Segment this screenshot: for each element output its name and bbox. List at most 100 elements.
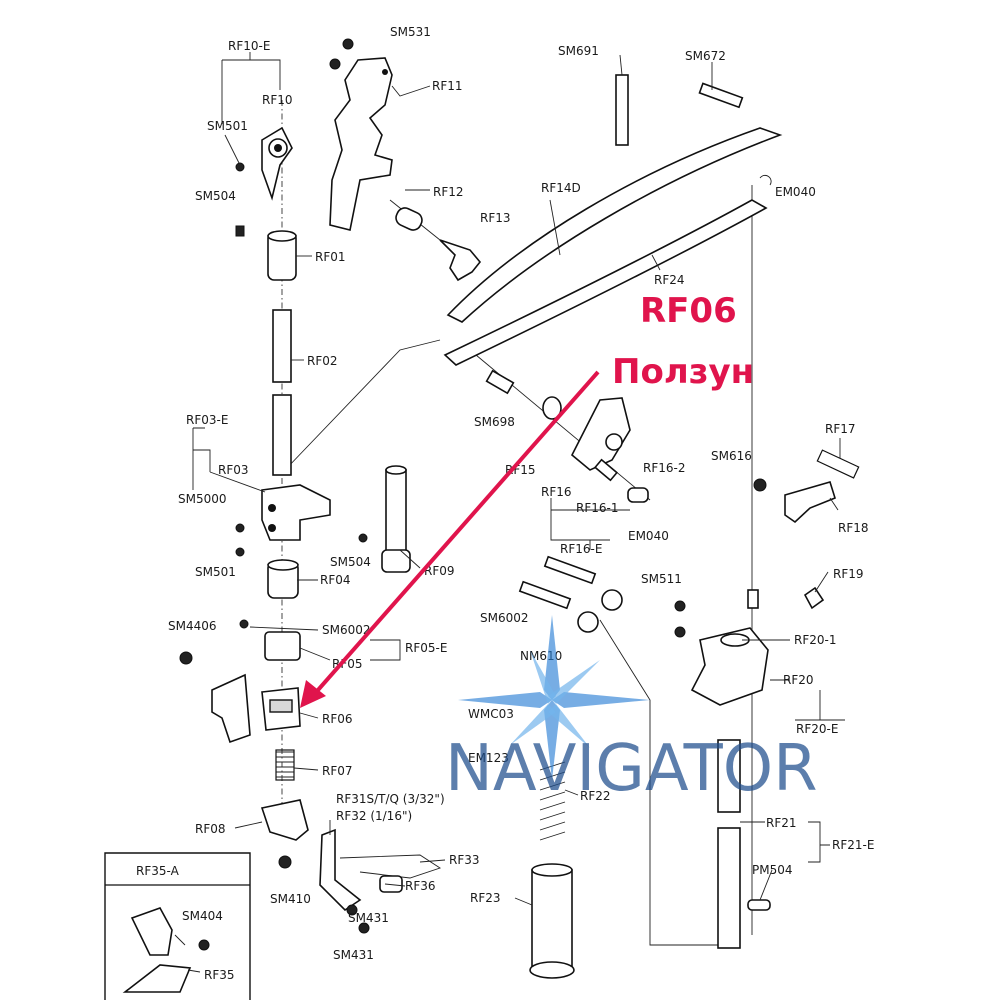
navigator-watermark: NAVIGATOR [445,615,818,806]
sm4406-screw [179,651,193,665]
label-rf20: RF20 [783,673,814,687]
sm531-screws [329,38,354,70]
label-em040: EM040 [775,185,816,199]
bracket-part [211,673,251,744]
sm501-screw [235,162,245,172]
label-sm672: SM672 [685,49,726,63]
label-sm6002: SM6002 [322,623,371,637]
rf03-part [261,484,331,541]
rf11-part [329,57,393,231]
label-rf08: RF08 [195,822,226,836]
label-em123: EM123 [468,751,509,765]
label-rf16-e: RF16-E [560,542,602,556]
label-sm698: SM698 [474,415,515,429]
rf12-part [395,207,423,231]
rf35-a-inset [104,852,251,1000]
label-sm501: SM501 [195,565,236,579]
label-sm410: SM410 [270,892,311,906]
label-sm404: SM404 [182,909,223,923]
annotation-arrow-head-icon [300,680,326,708]
label-sm431: SM431 [333,948,374,962]
label-rf02: RF02 [307,354,338,368]
compass-star-icon [458,615,650,780]
label-rf11: RF11 [432,79,463,93]
sm5000-screws [235,523,245,557]
label-sm511: SM511 [641,572,682,586]
label-rf05-e: RF05-E [405,641,447,655]
rf08-part [260,799,309,841]
sm616-screw [753,478,767,492]
label-sm531: SM531 [390,25,431,39]
rf14d-part [446,127,783,323]
sm691-stud [615,74,629,146]
label-sm6002: SM6002 [480,611,529,625]
label-rf04: RF04 [320,573,351,587]
label-rf17: RF17 [825,422,856,436]
label-rf21-e: RF21-E [832,838,874,852]
guide-line [284,339,441,471]
sm6002-screw [239,619,249,629]
label-rf14d: RF14D [541,181,581,195]
annotation-arrow-line [316,370,600,692]
label-rf16-2: RF16-2 [643,461,685,475]
rf13-part [439,239,482,282]
pm504-pin [747,899,771,911]
guide-line [599,619,720,946]
sm504-screw [235,225,245,237]
rf07-spring [275,749,295,781]
label-rf35: RF35 [204,968,235,982]
label-sm691: SM691 [558,44,599,58]
label-em040: EM040 [628,529,669,543]
label-rf19: RF19 [833,567,864,581]
label-rf35-a: RF35-A [136,864,180,878]
label-rf23: RF23 [470,891,501,905]
leader-lines [174,52,845,973]
rf23-part [529,863,575,979]
part-labels: SM531 RF10-E RF10 SM501 RF11 SM504 RF12 … [136,25,874,982]
sm504-screw [358,533,368,543]
sm431-screw [358,922,370,934]
label-rf03-e: RF03-E [186,413,228,427]
rf19-part [803,586,825,610]
label-sm5000: SM5000 [178,492,227,506]
label-rf16: RF16 [541,485,572,499]
red-annotation: RF06 Ползун [300,291,754,708]
rf31-presser-foot [319,828,362,912]
sm431-screw [346,904,358,916]
label-wmc03: WMC03 [468,707,514,721]
rf24-part [443,199,768,366]
rf36-part [379,875,403,893]
rf16-1-part [627,487,649,503]
label-rf36: RF36 [405,879,436,893]
label-rf10-e: RF10-E [228,39,270,53]
rf16-2-pin [593,458,619,482]
label-sm504: SM504 [330,555,371,569]
rf33-wire [339,854,442,879]
label-rf01: RF01 [315,250,346,264]
label-rf31: RF31S/T/Q (3/32") [336,792,445,806]
label-rf33: RF33 [449,853,480,867]
sm698-washer [542,396,562,420]
rf06-slider-part [261,687,301,731]
sm672-pin [698,82,744,109]
label-rf20-e: RF20-E [796,722,838,736]
label-rf16-1: RF16-1 [576,501,618,515]
label-rf24: RF24 [654,273,685,287]
label-sm504: SM504 [195,189,236,203]
rf05-part [264,631,301,661]
nm610-nut [601,589,623,611]
label-rf12: RF12 [433,185,464,199]
label-rf21: RF21 [766,816,797,830]
sm6002-studs [518,555,597,610]
label-rf32: RF32 (1/16") [336,809,412,823]
label-rf06: RF06 [322,712,353,726]
label-pm504: PM504 [752,863,793,877]
rf18-part [784,481,836,524]
sm410-screw [278,855,292,869]
annotation-part-code: RF06 [640,291,737,331]
rf15-part [570,397,631,471]
label-rf03: RF03 [218,463,249,477]
label-sm431: SM431 [348,911,389,925]
